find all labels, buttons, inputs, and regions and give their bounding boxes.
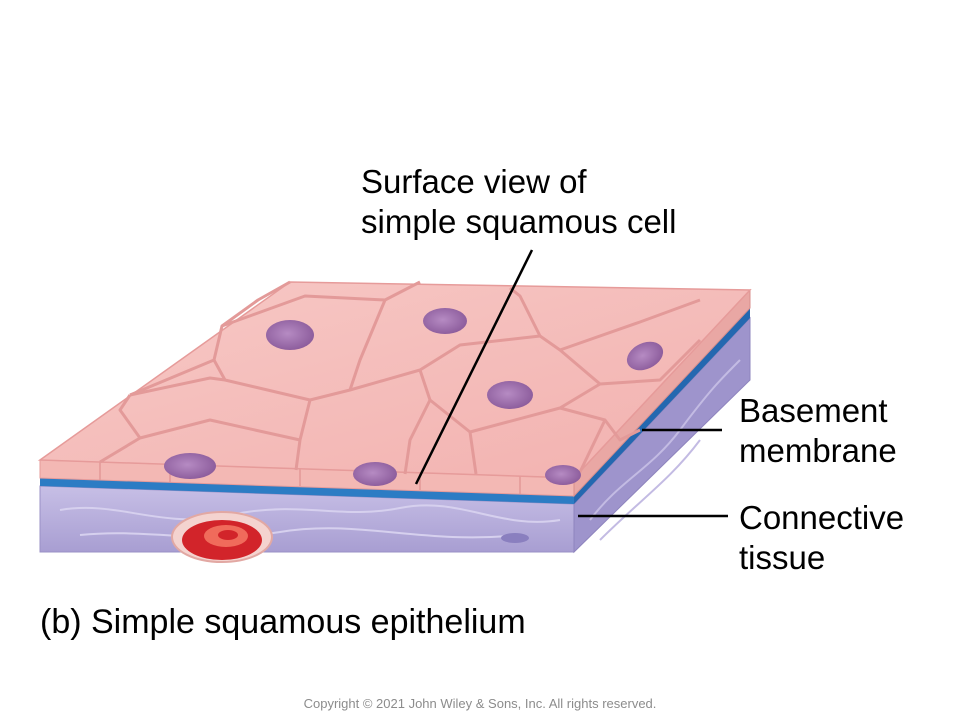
basement-membrane-label-line2: membrane <box>739 432 897 469</box>
edge-nuclei <box>164 453 581 486</box>
surface-view-label: Surface view of simple squamous cell <box>361 162 676 242</box>
blood-vessel <box>171 511 273 563</box>
copyright-notice: Copyright © 2021 John Wiley & Sons, Inc.… <box>303 696 657 711</box>
connective-tissue-label-line2: tissue <box>739 539 826 576</box>
surface-view-label-line1: Surface view of <box>361 163 587 200</box>
leader-lines <box>414 249 728 518</box>
epithelial-surface <box>37 280 752 486</box>
surface-nuclei <box>266 308 664 409</box>
surface-view-label-line2: simple squamous cell <box>361 203 677 240</box>
basement-membrane-label-line1: Basement <box>739 392 888 429</box>
figure-caption: (b) Simple squamous epithelium <box>40 603 526 641</box>
surface-view-leader <box>414 249 534 485</box>
basement-membrane-label: Basement membrane <box>739 391 897 471</box>
connective-tissue-label-line1: Connective <box>739 499 905 536</box>
basement-membrane-layer <box>40 308 750 504</box>
connective-tissue-label: Connective tissue <box>739 498 904 578</box>
